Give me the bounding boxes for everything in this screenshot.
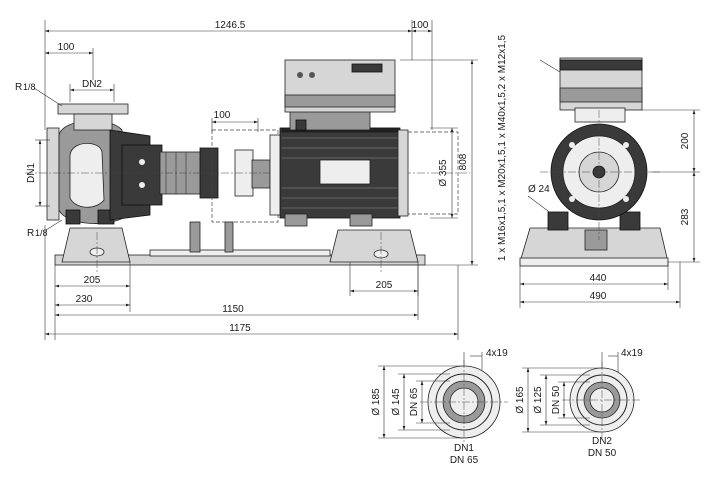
thread-bottom: R [27,228,34,239]
dn2-bolts: 4x19 [621,348,643,359]
dn1-bolt-circle: Ø 145 [391,388,402,416]
front-view: 1 x M16x1,5,1 x M20x1,5,1 x M40x1,5,2 x … [497,34,700,308]
thread-bottom-frac: 1/8 [35,228,48,238]
dn1-nominal: DN 65 [450,455,479,466]
base-frame [54,221,426,272]
dim-suction-offset: 100 [58,42,75,53]
dn1-bolts: 4x19 [486,348,508,359]
dim-base-length: 1150 [222,304,244,315]
dim-overall-base: 1175 [229,323,251,334]
dim-foot-left: 205 [84,275,101,286]
dim-coupling-gap: 100 [214,110,231,121]
label-suction: DN2 [82,79,102,90]
dim-foot-right: 205 [376,280,393,291]
dim-shaft-top: 200 [680,132,691,149]
dim-motor-end: 100 [412,20,429,31]
dim-total-length: 1246.5 [215,20,246,31]
dim-base-outer: 490 [590,291,607,302]
dim-hole-diameter: Ø 24 [528,184,550,195]
thread-top: R [15,82,22,93]
flange-dn1: Ø 185 Ø 145 DN 65 4x19 DN1 DN 65 [371,348,508,466]
thread-top-frac: 1/8 [23,82,36,92]
side-dimensions: 1246.5 100 100 DN2 R 1/8 R 1/8 [15,20,478,340]
dim-motor-diameter: Ø 355 [438,159,449,187]
front-dimensions: Ø 24 200 283 440 490 [519,109,700,308]
side-view: 1246.5 100 100 DN2 R 1/8 R 1/8 [15,20,478,340]
dn1-inner: DN 65 [409,387,420,416]
dn1-outer-diameter: Ø 185 [371,388,382,416]
dim-shaft-height: 283 [680,208,691,225]
dim-overall-height: 808 [458,153,469,170]
cable-entries: 1 x M16x1,5,1 x M20x1,5,1 x M40x1,5,2 x … [497,34,508,261]
dim-base-inner: 440 [590,273,607,284]
dn1-label: DN1 [454,443,474,454]
dn2-nominal: DN 50 [588,448,617,459]
front-base [519,211,669,267]
pump-casing [46,103,219,225]
label-discharge: DN1 [26,163,37,183]
dn2-label: DN2 [592,436,612,447]
front-motor [540,57,660,240]
dn2-inner: DN 50 [551,385,562,414]
motor [269,59,459,227]
dn2-outer-diameter: Ø 165 [515,386,526,414]
flange-dn2: Ø 165 Ø 125 DN 50 4x19 DN2 DN 50 [515,348,643,459]
dn2-bolt-circle: Ø 125 [533,386,544,414]
dim-pump-foot: 230 [76,294,93,305]
